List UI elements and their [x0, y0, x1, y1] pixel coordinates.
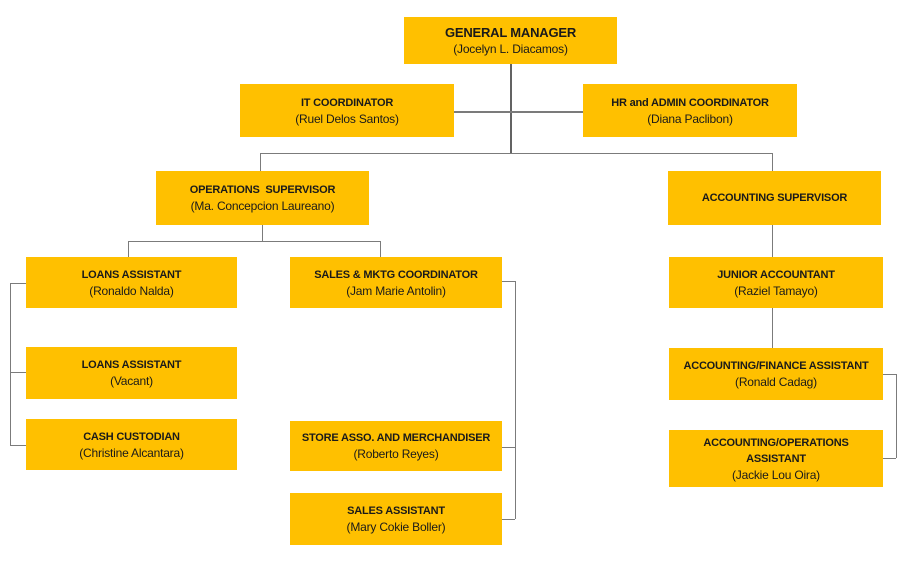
node-title: SALES ASSISTANT — [347, 505, 445, 517]
left-bracket-stub-cash — [10, 445, 26, 446]
mid-bracket-stub-salesasst — [502, 519, 515, 520]
node-title: SALES & MKTG COORDINATOR — [314, 268, 478, 281]
node-loans-assistant-2: LOANS ASSISTANT (Vacant) — [26, 347, 237, 399]
node-title: ACCOUNTING/OPERATIONS ASSISTANT — [703, 436, 852, 465]
node-sales-mktg-coordinator: SALES & MKTG COORDINATOR (Jam Marie Anto… — [290, 257, 502, 308]
node-person: (Mary Cokie Boller) — [346, 520, 446, 534]
node-title: GENERAL MANAGER — [444, 24, 577, 40]
node-title: ACCOUNTING SUPERVISOR — [701, 192, 848, 204]
node-person: (Jackie Lou Oira) — [732, 467, 820, 482]
connector-ops-drop-out — [262, 225, 263, 241]
node-person: (Ruel Delos Santos) — [295, 111, 399, 126]
connector-ops-children-horizontal — [128, 241, 381, 242]
node-it-coordinator: IT COORDINATOR (Ruel Delos Santos) — [240, 84, 454, 137]
mid-bracket-stub-store — [502, 447, 515, 448]
left-bracket-stub-loans1 — [10, 283, 26, 284]
node-person: (Jam Marie Antolin) — [346, 283, 446, 298]
left-bracket-stub-loans2 — [10, 372, 26, 373]
node-title: JUNIOR ACCOUNTANT — [717, 268, 835, 281]
connector-level2-horizontal — [454, 111, 583, 113]
node-person: (Roberto Reyes) — [353, 447, 439, 461]
node-title: ACCOUNTING/FINANCE ASSISTANT — [683, 360, 869, 372]
node-operations-supervisor: OPERATIONS SUPERVISOR (Ma. Concepcion La… — [156, 171, 369, 225]
node-title: HR and ADMIN COORDINATOR — [611, 96, 769, 109]
node-general-manager: GENERAL MANAGER (Jocelyn L. Diacamos) — [404, 17, 617, 64]
node-accounting-finance-assistant: ACCOUNTING/FINANCE ASSISTANT (Ronald Cad… — [669, 348, 883, 400]
node-title: CASH CUSTODIAN — [83, 430, 180, 443]
mid-bracket-vertical — [515, 281, 516, 519]
node-person: (Christine Alcantara) — [79, 445, 184, 460]
node-accounting-supervisor: ACCOUNTING SUPERVISOR — [668, 171, 881, 225]
mid-bracket-stub-smc — [502, 281, 515, 282]
connector-loans1-drop — [128, 241, 129, 257]
connector-accsup-to-jracc — [772, 225, 773, 257]
node-loans-assistant-1: LOANS ASSISTANT (Ronaldo Nalda) — [26, 257, 237, 308]
node-person: (Ronaldo Nalda) — [89, 283, 174, 298]
connector-smc-drop — [380, 241, 381, 257]
connector-jracc-to-accfin — [772, 308, 773, 348]
node-person: (Raziel Tamayo) — [734, 283, 818, 298]
right-bracket-stub-accfin — [883, 374, 896, 375]
connector-accsup-drop-in — [772, 153, 773, 171]
node-title: OPERATIONS SUPERVISOR — [189, 184, 336, 196]
right-bracket-stub-accops — [883, 458, 896, 459]
right-bracket-vertical — [896, 374, 897, 458]
node-title: LOANS ASSISTANT — [81, 268, 182, 281]
node-title: IT COORDINATOR — [300, 96, 394, 109]
connector-ops-drop-in — [260, 153, 261, 171]
node-store-asso-merchandiser: STORE ASSO. AND MERCHANDISER (Roberto Re… — [290, 421, 502, 471]
connector-gm-drop — [510, 64, 512, 154]
node-title: LOANS ASSISTANT — [81, 359, 182, 371]
node-cash-custodian: CASH CUSTODIAN (Christine Alcantara) — [26, 419, 237, 470]
node-person: (Ronald Cadag) — [735, 375, 817, 389]
left-bracket-vertical — [10, 283, 11, 446]
node-title: STORE ASSO. AND MERCHANDISER — [301, 432, 491, 444]
node-person: (Ma. Concepcion Laureano) — [190, 199, 335, 213]
node-person: (Diana Paclibon) — [647, 111, 733, 126]
node-person: (Vacant) — [110, 374, 153, 388]
node-junior-accountant: JUNIOR ACCOUNTANT (Raziel Tamayo) — [669, 257, 883, 308]
node-accounting-operations-assistant: ACCOUNTING/OPERATIONS ASSISTANT (Jackie … — [669, 430, 883, 487]
node-sales-assistant: SALES ASSISTANT (Mary Cokie Boller) — [290, 493, 502, 545]
node-hr-admin-coordinator: HR and ADMIN COORDINATOR (Diana Paclibon… — [583, 84, 797, 137]
node-person: (Jocelyn L. Diacamos) — [453, 41, 568, 56]
connector-level3-horizontal — [260, 153, 773, 154]
